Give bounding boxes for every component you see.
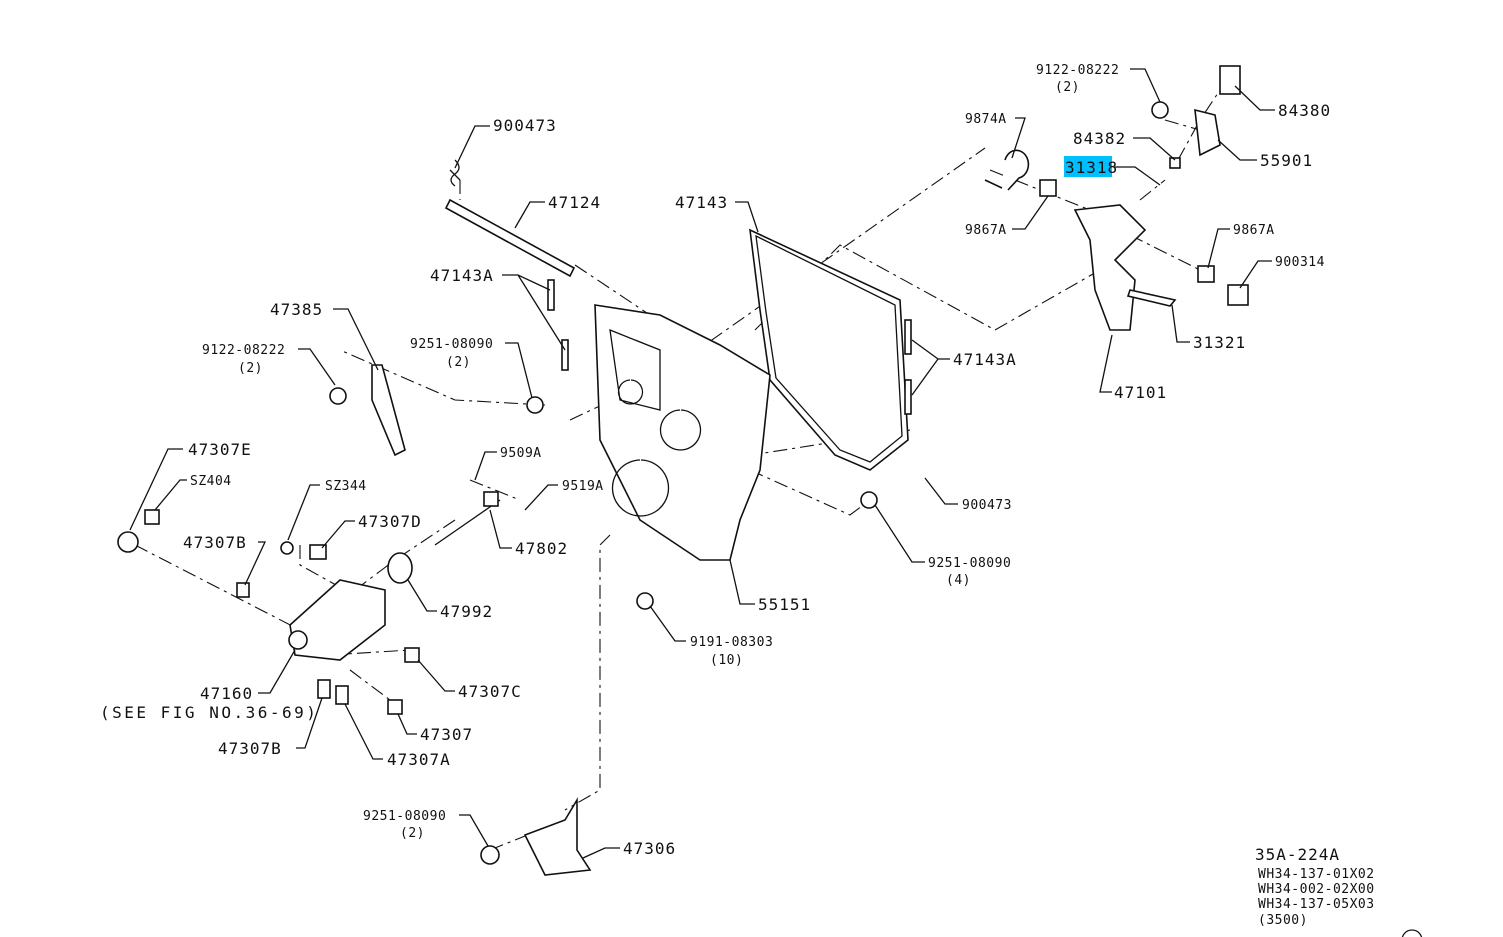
callout-47143A: 47143A (430, 266, 494, 285)
highlight-31318 (1064, 156, 1112, 177)
callout-47385: 47385 (270, 300, 323, 319)
part-31321-pad (1126, 289, 1177, 307)
part-47307D (309, 544, 327, 560)
part-47307B-top (236, 582, 250, 598)
callout-47143: 47143 (675, 193, 728, 212)
part-47307E (117, 531, 139, 553)
callout-31321: 31321 (1193, 333, 1246, 352)
part-9251-08090-nut-mid (526, 396, 544, 414)
part-9867A-left (1039, 179, 1057, 197)
part-9191-08303-bolt (636, 592, 654, 610)
callout-84382: 84382 (1073, 129, 1126, 148)
part-47160-valve (289, 579, 386, 661)
part-55151-bracket (594, 304, 771, 561)
callout-9867A: 9867A (965, 223, 1007, 238)
callout-9519A: 9519A (562, 479, 604, 494)
figure-ref: WH34-137-05X03 (1258, 897, 1375, 912)
callout-qty: (2) (1055, 80, 1080, 95)
part-SZ344 (280, 541, 294, 555)
callout-47307B: 47307B (218, 739, 282, 758)
callout-47992: 47992 (440, 602, 493, 621)
callout-47307A: 47307A (387, 750, 451, 769)
part-9122-08222-bolt-left (329, 387, 347, 405)
part-47101-pedal (1073, 204, 1147, 331)
callout-9122-08222: 9122-08222 (1036, 63, 1119, 78)
part-47124-shaft (444, 198, 576, 278)
part-47802-rod (434, 499, 501, 546)
part-9251-08090-nut-bottom (480, 845, 500, 865)
part-47307C (404, 647, 420, 663)
part-47992 (387, 552, 413, 584)
part-47385-plate (371, 364, 406, 457)
callout-qty: (2) (400, 826, 425, 841)
parts (117, 65, 1249, 876)
callout-47307B: 47307B (183, 533, 247, 552)
figure-code: 35A-224A (1255, 845, 1340, 864)
callout-900473: 900473 (493, 116, 557, 135)
callout-SZ344: SZ344 (325, 479, 367, 494)
part-9874A-spring (984, 149, 1030, 191)
callout-47306: 47306 (623, 839, 676, 858)
callout-47307C: 47307C (458, 682, 522, 701)
callout-47143A: 47143A (953, 350, 1017, 369)
callout-9874A: 9874A (965, 112, 1007, 127)
figure-ref: WH34-137-01X02 (1258, 867, 1375, 882)
callout-47307E: 47307E (188, 440, 252, 459)
callout-47307D: 47307D (358, 512, 422, 531)
callout-47802: 47802 (515, 539, 568, 558)
part-47143-gasket (749, 228, 909, 471)
callout-labels: 900473 47124 47143 47143A 47385 9122-082… (100, 63, 1331, 858)
callout-qty: (10) (710, 653, 743, 668)
part-84382 (1169, 157, 1181, 169)
callout-9867A: 9867A (1233, 223, 1275, 238)
callout-9251-08090: 9251-08090 (363, 809, 446, 824)
callout-47101: 47101 (1114, 383, 1167, 402)
callout-55151: 55151 (758, 595, 811, 614)
callout-9122-08222: 9122-08222 (202, 343, 285, 358)
part-47306-bracket (523, 797, 592, 876)
part-47143A-right (904, 319, 912, 355)
part-9867A-right (1197, 265, 1215, 283)
part-84380-switch (1219, 65, 1241, 95)
callout-qty: (4) (946, 573, 971, 588)
figure-ref: (3500) (1258, 913, 1308, 928)
callout-900473: 900473 (962, 498, 1012, 513)
callout-SZ404: SZ404 (190, 474, 232, 489)
part-900473-clip (449, 159, 461, 187)
part-900314 (1227, 284, 1249, 306)
part-9251-08090-nut-right (860, 491, 878, 509)
part-55901-bracket (1194, 108, 1221, 157)
figure-info: 35A-224A WH34-137-01X02 WH34-002-02X00 W… (1255, 845, 1423, 937)
leader-lines (129, 68, 1275, 859)
callout-9251-08090: 9251-08090 (928, 556, 1011, 571)
part-SZ404 (144, 509, 160, 525)
callout-9191-08303: 9191-08303 (690, 635, 773, 650)
circle-mark-icon (1401, 929, 1423, 937)
callout-31318-highlighted[interactable]: 31318 (1065, 158, 1118, 177)
callout-9251-08090: 9251-08090 (410, 337, 493, 352)
callout-see-fig-note: (SEE FIG NO.36-69) (100, 703, 318, 722)
part-47143A-left (547, 279, 555, 311)
callout-47124: 47124 (548, 193, 601, 212)
callout-qty: (2) (446, 355, 471, 370)
part-9122-08222-bolt-top (1151, 101, 1169, 119)
callout-55901: 55901 (1260, 151, 1313, 170)
callout-47307: 47307 (420, 725, 473, 744)
callout-900314: 900314 (1275, 255, 1325, 270)
part-47307A (335, 685, 349, 705)
part-47307B-bottom (317, 679, 331, 699)
callout-qty: (2) (238, 361, 263, 376)
callout-9509A: 9509A (500, 446, 542, 461)
figure-ref: WH34-002-02X00 (1258, 882, 1375, 897)
callout-84380: 84380 (1278, 101, 1331, 120)
part-47307 (387, 699, 403, 715)
callout-47160: 47160 (200, 684, 253, 703)
